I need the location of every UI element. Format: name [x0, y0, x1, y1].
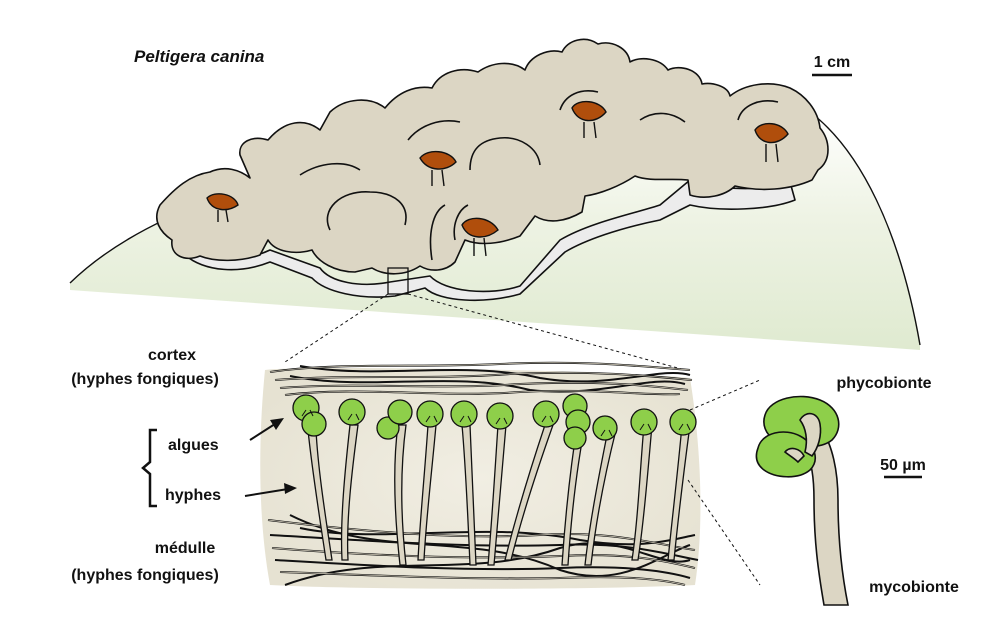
label-phycobionte: phycobionte	[836, 375, 931, 392]
symbiont-detail	[756, 396, 848, 605]
label-medulle: médulle	[155, 540, 216, 557]
label-medulle-sub: (hyphes fongiques)	[71, 567, 219, 584]
detail-line-top	[690, 380, 760, 410]
label-hyphes: hyphes	[165, 487, 221, 504]
label-mycobionte: mycobionte	[869, 579, 959, 596]
scale-label-bottom: 50 µm	[880, 457, 926, 474]
cross-section	[260, 363, 700, 589]
label-cortex: cortex	[148, 347, 196, 364]
species-title: Peltigera canina	[134, 47, 264, 66]
layer-bracket	[143, 430, 157, 506]
scale-label-top: 1 cm	[814, 54, 850, 71]
label-algues: algues	[168, 437, 219, 454]
label-cortex-sub: (hyphes fongiques)	[71, 371, 219, 388]
